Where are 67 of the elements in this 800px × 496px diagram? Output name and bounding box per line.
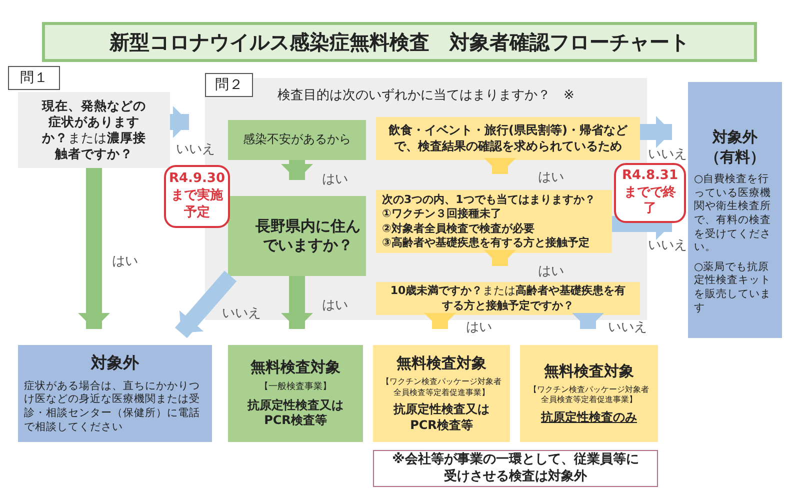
test-type: 抗原定性検査のみ: [541, 410, 637, 426]
result-box: [688, 82, 782, 338]
question-box: [376, 190, 612, 253]
question-label: 問２: [215, 76, 243, 94]
answer-box: [228, 120, 366, 160]
block-arrow: [281, 276, 313, 329]
result-box: [520, 345, 658, 442]
box-heading: 対象外: [91, 352, 139, 374]
edge-label: はい: [322, 171, 348, 188]
edge-label: いいえ: [648, 146, 687, 163]
question-box: [18, 92, 170, 168]
block-arrow: [640, 116, 672, 148]
block-arrow: [281, 160, 313, 180]
question-label: 問１: [20, 68, 48, 88]
program-name: 【ワクチン検査パッケージ対象者全員検査等定着促進事業】: [529, 385, 649, 406]
block-arrow: [174, 270, 237, 338]
body-text: 症状がある場合は、直ちにかかりつけ医などの身近な医療機関または受診・相談センター（保健所）に電話で相談してください: [24, 380, 201, 434]
deadline-stamp: [614, 163, 686, 223]
box-heading: 無料検査対象: [396, 354, 486, 374]
question-box: [228, 196, 366, 276]
block-arrow: [572, 313, 604, 329]
edge-label: はい: [466, 319, 492, 336]
edge-label: いいえ: [222, 305, 261, 322]
box-text: 現在、発熱などの症状がありますか？または濃厚接触者ですか？: [40, 98, 147, 162]
body-text: ○自費検査を行っている医療機関や衛生検査所で、有料の検査を受けてください。: [694, 173, 772, 255]
note-text: ※会社等が事業の一環として、従業員等に受けさせる検査は対象外: [391, 452, 640, 486]
list-item: ②対象者全員検査で検査が必要: [381, 222, 534, 236]
stamp-text: R4.8.31までで終了: [620, 168, 680, 218]
result-box: [228, 345, 363, 442]
box-text: 感染不安があるから: [242, 132, 352, 148]
block-arrow: [424, 313, 456, 329]
answer-box: [376, 117, 640, 160]
body-text: ○薬局でも抗原定性検査キットを販売しています: [694, 260, 772, 316]
program-name: 【一般検査事業】: [260, 382, 332, 394]
question-box: [376, 282, 640, 315]
list-item: ③高齢者や基礎疾患を有する方と接触予定: [381, 236, 590, 250]
box-text: 長野県内に住んでいますか？: [254, 216, 362, 256]
box-heading: 無料検査対象: [544, 362, 634, 382]
stamp-text: R4.9.30まで実施予定: [168, 171, 226, 222]
box-text: 10歳未満ですか？または高齢者や基礎疾患を有する方と接触予定ですか？: [389, 284, 627, 313]
title-banner: 新型コロナウイルス感染症無料検査 対象者確認フローチャート: [42, 22, 757, 62]
block-arrow: [78, 168, 110, 329]
question-heading: 検査目的は次のいずれかに当てはまりますか？ ※: [278, 88, 574, 105]
list-item: ①ワクチン３回接種未了: [381, 207, 502, 222]
edge-label: はい: [538, 263, 564, 280]
deadline-stamp: [164, 165, 230, 228]
edge-label: いいえ: [176, 141, 215, 158]
program-name: 【ワクチン検査パッケージ対象者全員検査等定着促進事業】: [382, 377, 502, 398]
edge-label: はい: [112, 253, 138, 270]
note-box: [373, 450, 658, 487]
box-heading: 対象外（有料）: [704, 128, 766, 167]
test-type: 抗原定性検査又はPCR検査等: [392, 402, 490, 434]
question-number: [8, 66, 60, 90]
result-box: [373, 345, 510, 442]
box-heading: 無料検査対象: [250, 358, 340, 378]
box-heading: 次の3つの内、1つでも当てはまりますか？: [381, 192, 596, 208]
edge-label: いいえ: [608, 319, 647, 336]
edge-label: はい: [538, 169, 564, 186]
block-arrow: [484, 158, 516, 174]
result-box: [18, 345, 212, 442]
edge-label: はい: [322, 297, 348, 314]
block-arrow: [484, 250, 516, 266]
test-type: 抗原定性検査又はPCR検査等: [246, 398, 344, 429]
block-arrow: [170, 106, 189, 138]
box-text: 飲食・イベント・旅行(県民割等)・帰省などで、検査結果の確認を求められているため: [388, 122, 629, 154]
question-number: [205, 73, 253, 97]
edge-label: いいえ: [648, 237, 687, 254]
